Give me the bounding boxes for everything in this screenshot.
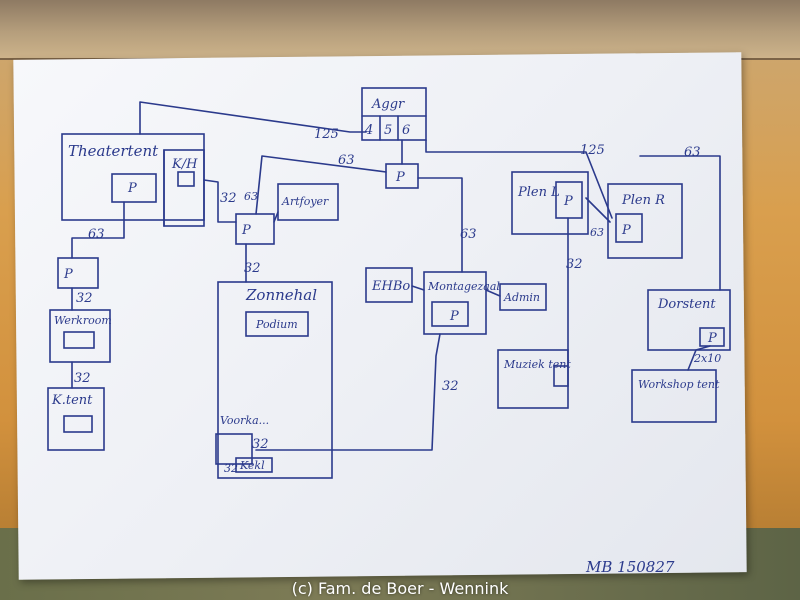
link-63-plenr: 63 xyxy=(590,226,604,239)
montagezaal-label: Montagezaal xyxy=(427,280,500,293)
link-32-werkroom: 32 xyxy=(76,291,93,306)
dorstent-box: Dorstent P xyxy=(647,289,731,351)
theatertent-box: Theatertent K/H P xyxy=(61,133,205,227)
plenl-box: Plen L P xyxy=(511,171,589,235)
voorkant-label: Voorka... xyxy=(220,414,269,427)
kitent-box: K.tent xyxy=(47,387,105,451)
zonnehal-box: Zonnehal Podium Voorka... Kekl xyxy=(215,281,333,479)
switch-left: P xyxy=(57,257,99,289)
ehbo-label: EHBo xyxy=(371,279,410,294)
switch-montage-label: P xyxy=(449,309,459,324)
admin-box: Admin xyxy=(499,283,547,311)
artfoyer-label: Artfoyer xyxy=(281,195,329,208)
link-63-right: 63 xyxy=(684,145,701,160)
aggr-box: Aggr 4 5 6 xyxy=(361,87,427,141)
switch-left-label: P xyxy=(63,267,73,282)
link-32-kekl: 32 xyxy=(224,462,238,475)
plenl-label: Plen L xyxy=(517,185,560,200)
aggr-label: Aggr xyxy=(371,97,405,112)
switch-plenr-label: P xyxy=(621,223,631,238)
aggr-port-5: 5 xyxy=(384,123,392,138)
montagezaal-box: Montagezaal P xyxy=(423,271,500,335)
aggr-port-6: 6 xyxy=(402,123,410,138)
werkroom-label: Werkroom xyxy=(54,314,112,327)
switch-plenl-label: P xyxy=(563,194,573,209)
workshoptent-label: Workshop tent xyxy=(638,378,720,391)
muziektent-box: Muziek tent xyxy=(497,349,571,409)
sketch-signature: MB 150827 xyxy=(585,558,675,576)
link-32-voorkant: 32 xyxy=(252,437,269,452)
switch-artfoyer-label: P xyxy=(241,223,251,238)
kekl-label: Kekl xyxy=(239,459,265,472)
podium-label: Podium xyxy=(255,318,298,331)
link-63-artfoyer: 63 xyxy=(244,190,258,203)
aggr-port-4: 4 xyxy=(364,123,373,138)
admin-label: Admin xyxy=(503,291,540,304)
link-63-theater: 63 xyxy=(88,227,105,242)
kh-label: K/H xyxy=(171,157,198,172)
switch-central-label: P xyxy=(395,170,405,185)
muziektent-label: Muziek tent xyxy=(503,358,571,371)
link-125-right: 125 xyxy=(580,143,605,158)
link-2x10: 2x10 xyxy=(693,352,721,365)
link-32-ktent: 32 xyxy=(74,371,91,386)
link-63-aggr: 63 xyxy=(338,153,355,168)
link-lines xyxy=(71,101,721,451)
artfoyer-box: Artfoyer xyxy=(277,183,339,221)
theatertent-switch-label: P xyxy=(127,181,137,196)
link-32-zonnehal: 32 xyxy=(244,261,261,276)
werkroom-box: Werkroom xyxy=(49,309,112,363)
photo-caption: (c) Fam. de Boer - Wennink xyxy=(291,579,509,598)
switch-dorstent-label: P xyxy=(707,331,717,346)
kitent-label: K.tent xyxy=(51,393,93,408)
link-125-left: 125 xyxy=(314,127,339,142)
link-labels: 125 125 63 63 63 63 63 63 32 32 32 32 32… xyxy=(74,127,721,475)
theatertent-label: Theatertent xyxy=(68,142,159,160)
ehbo-box: EHBo xyxy=(365,267,413,303)
plenr-label: Plen R xyxy=(621,193,665,208)
link-32-montage: 32 xyxy=(442,379,459,394)
switch-central: P xyxy=(385,163,419,189)
link-63-montage: 63 xyxy=(460,227,477,242)
workshoptent-box: Workshop tent xyxy=(631,369,720,423)
link-32-kh: 32 xyxy=(220,191,237,206)
link-32-muziek: 32 xyxy=(566,257,583,272)
dorstent-label: Dorstent xyxy=(657,297,716,312)
plenr-box: Plen R P xyxy=(607,183,683,259)
switch-artfoyer: P xyxy=(235,213,275,245)
zonnehal-label: Zonnehal xyxy=(245,286,317,304)
